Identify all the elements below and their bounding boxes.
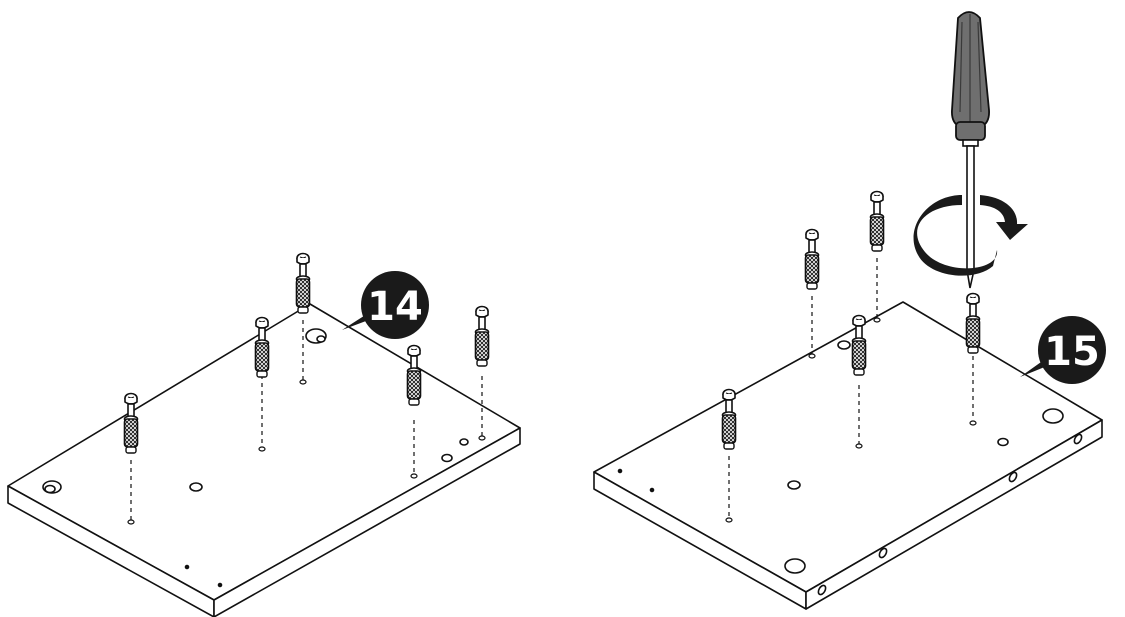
step-14-panel: 14: [8, 254, 520, 617]
board-right: [594, 302, 1102, 609]
screwdriver-icon: [952, 12, 989, 288]
cam-bolt: [476, 307, 489, 367]
cam-bolt: [723, 390, 736, 450]
step-badge-14: 14: [342, 271, 429, 339]
cam-bolt: [297, 254, 310, 314]
cam-bolt: [256, 318, 269, 378]
step-badge-15: 15: [1020, 316, 1106, 384]
cam-bolt: [125, 394, 138, 454]
cam-bolt: [871, 192, 884, 252]
cam-bolt: [967, 294, 980, 354]
cam-bolt: [408, 346, 421, 406]
step-number-15: 15: [1044, 329, 1100, 375]
step-15-panel: 15: [594, 12, 1106, 609]
step-number-14: 14: [367, 284, 423, 330]
cam-bolt: [853, 316, 866, 376]
cam-bolt: [806, 230, 819, 290]
